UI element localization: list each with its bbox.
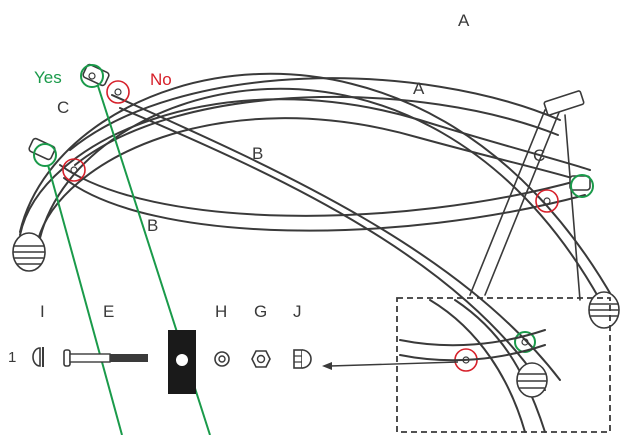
no-marker-top [106, 80, 130, 104]
no-marker-right [535, 189, 559, 213]
part-b-lower-label: B [147, 216, 159, 235]
foot-right [588, 291, 620, 329]
part-b-upper-label: B [252, 144, 264, 163]
foot-left [12, 232, 46, 272]
yes-marker-top [80, 64, 104, 88]
yes-marker-left [33, 143, 57, 167]
hardware-arrow [322, 361, 459, 370]
diagonal-brace [111, 94, 561, 391]
hardware-h-label: H [215, 302, 228, 321]
part-a-lower-label: A [413, 79, 425, 98]
yes-label: Yes [34, 68, 62, 87]
hardware-qty-label: 1 [8, 349, 17, 366]
hardware-e-bolt [63, 349, 148, 367]
arch-b-lower [59, 164, 586, 232]
yes-marker-detail [514, 331, 536, 353]
part-c-right-label: C [533, 146, 546, 165]
part-a-upper-label: A [458, 11, 470, 30]
joint-markers [33, 64, 594, 372]
hardware-i-cap [32, 347, 44, 367]
no-marker-left [62, 158, 86, 182]
hardware-spacer-block [168, 330, 196, 394]
yes-marker-right [570, 174, 594, 198]
hardware-j-capnut [293, 349, 312, 369]
right-struts [469, 109, 581, 301]
arch-a-lower [69, 77, 561, 166]
part-c-left-label: C [57, 98, 70, 117]
hardware-g-nut [251, 350, 271, 368]
hardware-g-label: G [254, 302, 268, 321]
right-bracket-c [543, 90, 591, 191]
hardware-i-label: I [40, 302, 45, 321]
hardware-h-washer [214, 351, 230, 367]
hardware-e-label: E [103, 302, 115, 321]
hardware-j-label: J [293, 302, 302, 321]
detail-inset [396, 297, 611, 433]
no-label: No [150, 70, 172, 89]
